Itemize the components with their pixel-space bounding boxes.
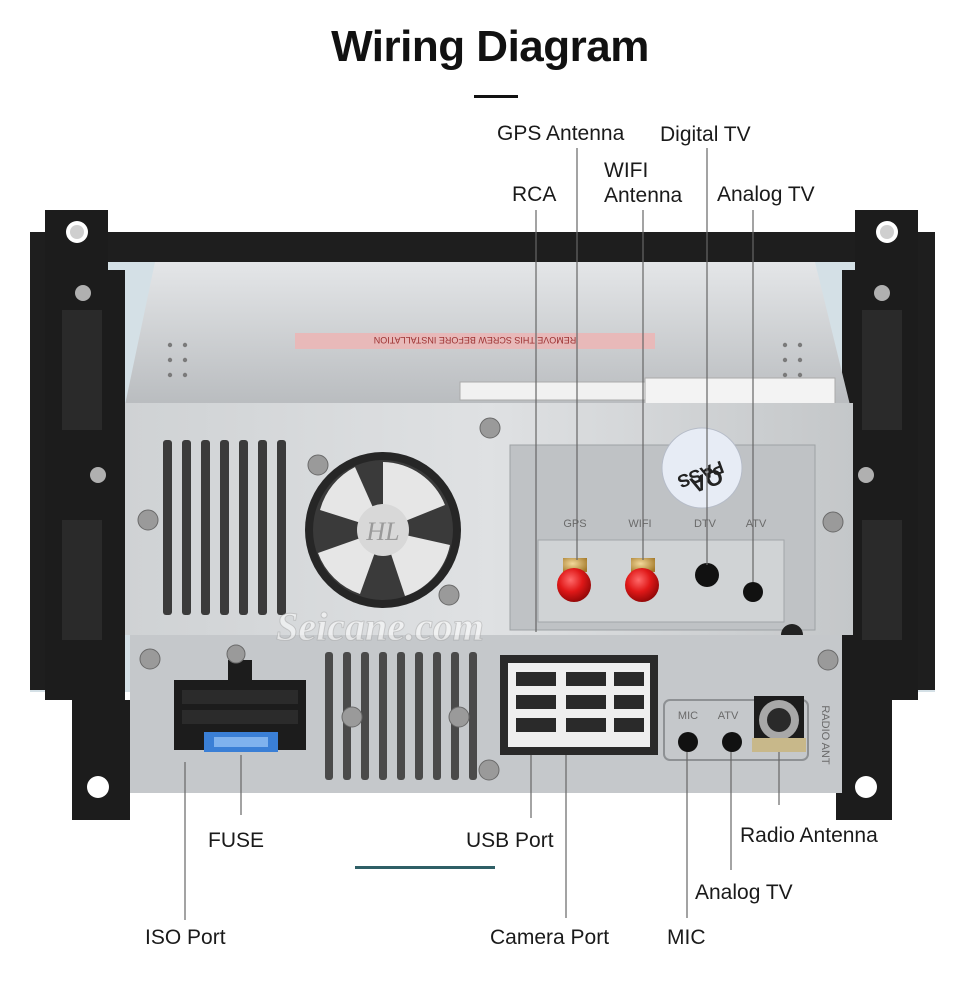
watermark: Seicane.com [276, 604, 484, 649]
lower-port-markings: MIC ATV RADIO ANT [678, 705, 831, 765]
wifi-connector [625, 558, 659, 602]
usb-camera-connector-block [500, 655, 658, 755]
vent-slots-lower [325, 652, 477, 780]
rear-panel-lower: MIC ATV RADIO ANT [130, 635, 842, 793]
dtv-marking: DTV [694, 518, 717, 530]
screws-lower [139, 644, 839, 781]
rear-panel-upper: HL QA PASS GPS WIFI DTV ATV [125, 403, 853, 660]
iso-connector [174, 660, 306, 752]
sticker-text: REMOVE THIS SCREW BEFORE INSTALLATION [374, 335, 577, 345]
label-analog-tv-bottom: Analog TV [695, 881, 793, 904]
right-mounting-bracket [836, 210, 918, 820]
screws-upper [137, 417, 844, 660]
label-rca: RCA [512, 183, 557, 206]
gps-connector [557, 558, 591, 602]
label-radio-antenna: Radio Antenna [740, 824, 878, 847]
analog-tv-jack [722, 732, 742, 752]
port-markings: GPS WIFI DTV ATV [563, 518, 767, 530]
chassis-top: REMOVE THIS SCREW BEFORE INSTALLATION [125, 262, 850, 407]
label-gps-antenna: GPS Antenna [497, 122, 625, 145]
atv-jack [743, 582, 763, 602]
radio-antenna-socket [752, 696, 806, 752]
mic-jack [678, 732, 698, 752]
label-usb-port: USB Port [466, 829, 554, 852]
radio-marking: RADIO ANT [819, 705, 831, 765]
label-mic: MIC [667, 926, 706, 949]
atv2-marking: ATV [718, 710, 739, 722]
wifi-marking: WIFI [628, 518, 651, 530]
fan-logo: HL [365, 517, 399, 546]
atv-marking: ATV [746, 518, 767, 530]
qa-pass-sticker: QA PASS [661, 427, 743, 509]
label-camera-port: Camera Port [490, 926, 610, 949]
mic-marking: MIC [678, 710, 698, 722]
left-mounting-bracket [45, 210, 130, 820]
label-digital-tv: Digital TV [660, 123, 751, 146]
cooling-fan: HL [305, 452, 461, 608]
label-wifi-line1: WIFI [604, 159, 649, 182]
leader-lines [184, 148, 780, 920]
accent-line [355, 866, 495, 869]
label-wifi-line2: Antenna [604, 184, 683, 207]
label-analog-tv-top: Analog TV [717, 183, 815, 206]
dtv-jack [695, 563, 719, 587]
title-underline [474, 95, 518, 98]
label-iso-port: ISO Port [145, 926, 226, 949]
gps-marking: GPS [563, 518, 586, 530]
page-title: Wiring Diagram [331, 22, 649, 71]
label-fuse: FUSE [208, 829, 265, 852]
label-wifi-antenna: WIFI Antenna [604, 158, 682, 208]
vent-slots-left [163, 440, 286, 615]
